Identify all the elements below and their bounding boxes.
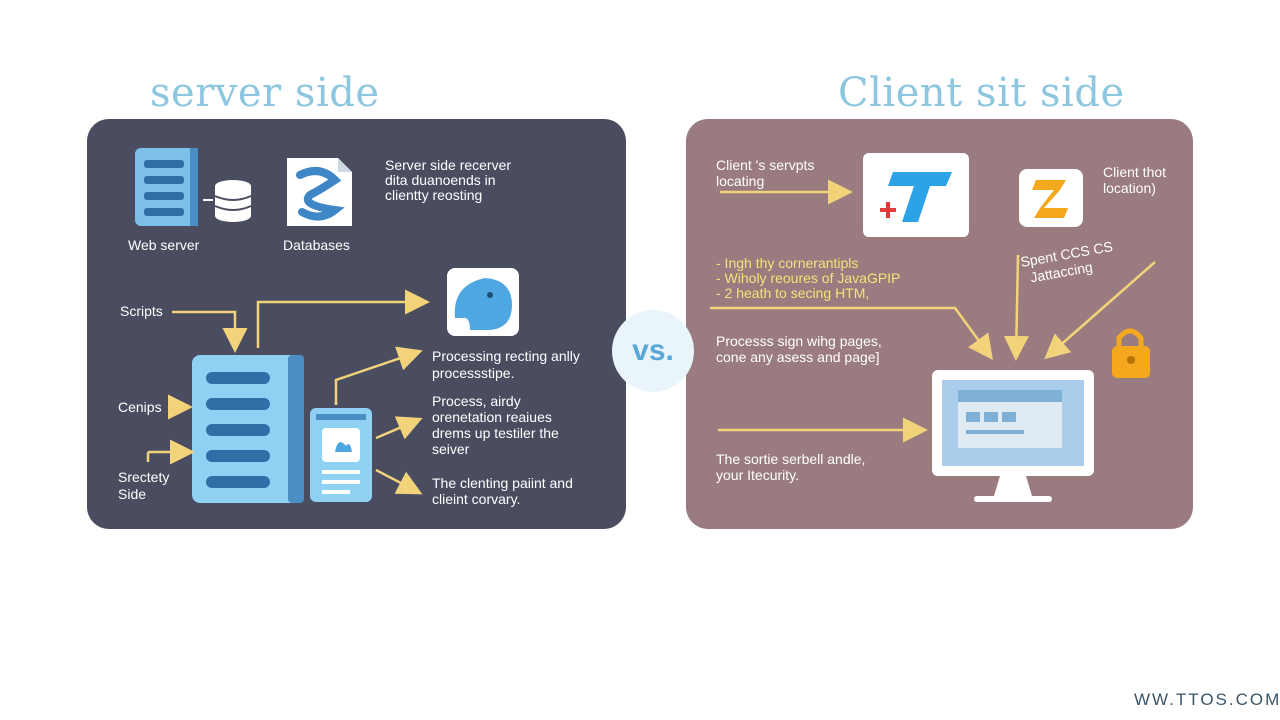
watermark: WW.TTOS.COM: [1134, 690, 1280, 709]
clenting-note-line-2: clieint corvary.: [432, 491, 521, 507]
processing-note-line-1: Processing recting anlly: [432, 348, 580, 364]
client-scripts-line-1: Client 's servpts: [716, 157, 815, 173]
process-note-line-2: orenetation reaiues: [432, 409, 552, 425]
processing-note-line-2: processstipe.: [432, 365, 515, 381]
client-process-line-2: cone any asess and page]: [716, 349, 880, 365]
process-note-line-4: seiver: [432, 441, 470, 457]
client-security-line-1: The sortie serbell andle,: [716, 451, 866, 467]
server-rack-icon: [192, 355, 304, 503]
scripts-label: Scripts: [120, 303, 163, 319]
typescript-icon: [863, 153, 969, 237]
python-doc-icon: [287, 158, 352, 226]
receiver-note-line-3: clientty reosting: [385, 187, 483, 203]
client-location-line-1: Client thot: [1103, 164, 1167, 180]
databases-label: Databases: [283, 237, 350, 253]
web-server-icon: [135, 148, 198, 226]
srectety-label-line-1: Srectety: [118, 469, 170, 485]
client-process-line-1: Processs sign wihg pages,: [716, 333, 882, 349]
client-side-title: Client sit side: [838, 70, 1125, 116]
server-arrows: [146, 289, 430, 495]
client-location-line-2: location): [1103, 180, 1156, 196]
client-bullet-1: - Ingh thy cornerantipls: [716, 255, 859, 271]
document-icon: [310, 408, 372, 502]
process-note-line-3: drems up testiler the: [432, 425, 559, 441]
receiver-note-line-1: Server side recerver: [385, 157, 512, 173]
clenting-note-line-1: The clenting paiint and: [432, 475, 573, 491]
client-scripts-line-2: locating: [716, 173, 765, 189]
client-bullet-2: - Wiholy reoures of JavaGPIP: [716, 270, 901, 286]
process-note-line-1: Process, airdy: [432, 393, 521, 409]
client-bullet-3: - 2 heath to secing HTM,: [716, 285, 870, 301]
php-elephant-icon: [447, 268, 519, 336]
vs-badge: vs.: [612, 310, 694, 392]
client-arrows: [710, 179, 1156, 443]
receiver-note-line-2: dita duanoends in: [385, 172, 496, 188]
cenips-label: Cenips: [118, 399, 162, 415]
client-security-line-2: your Itecurity.: [716, 467, 799, 483]
server-side-title: server side: [150, 70, 380, 116]
js-badge-icon: [1019, 169, 1083, 227]
database-icon: [214, 180, 252, 222]
lock-icon: [1112, 328, 1150, 378]
web-server-label: Web server: [128, 237, 200, 253]
srectety-label-line-2: Side: [118, 486, 147, 502]
monitor-icon: [932, 370, 1094, 502]
